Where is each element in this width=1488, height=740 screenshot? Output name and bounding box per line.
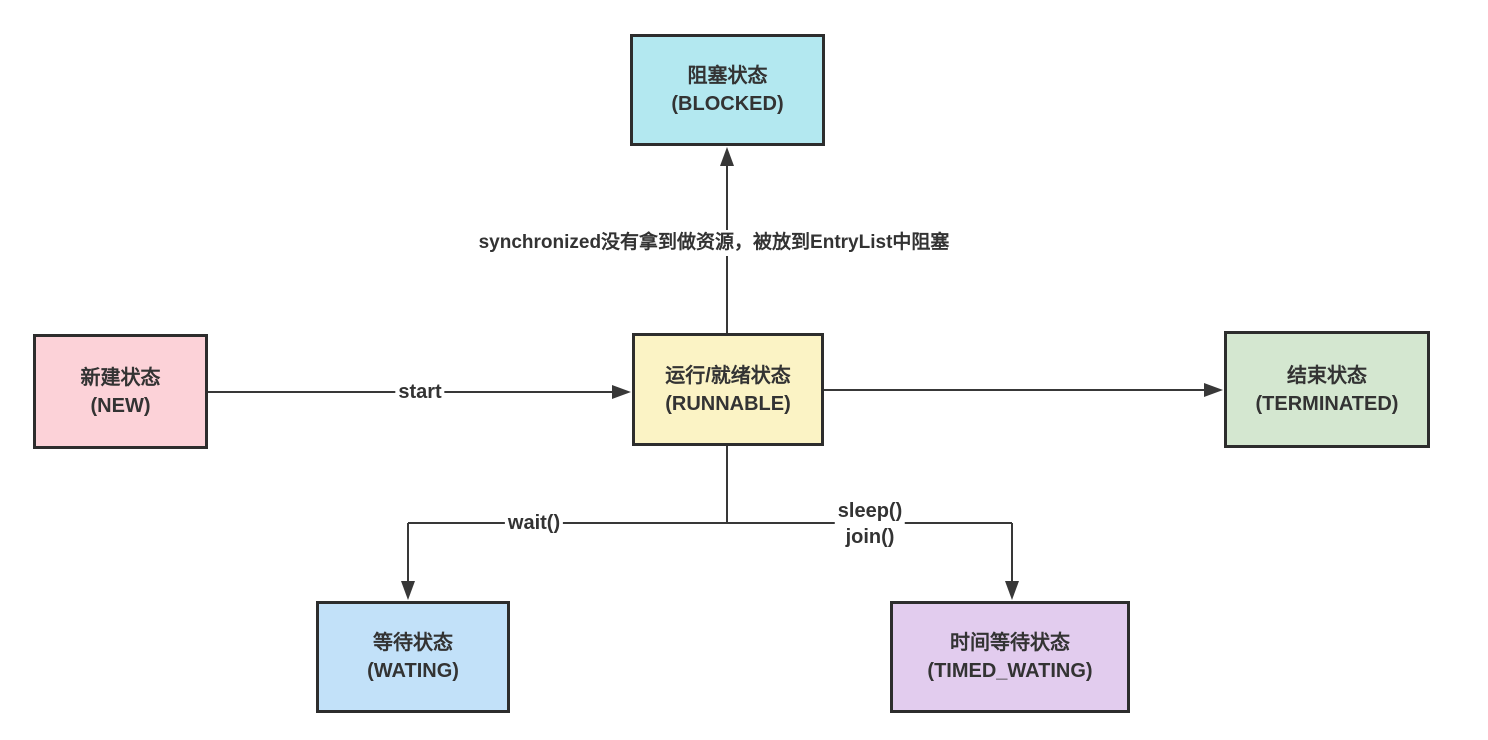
edge-label-start: start — [395, 379, 445, 405]
node-blocked-subtitle: (BLOCKED) — [671, 93, 784, 115]
node-runnable-title: 运行/就绪状态 — [665, 364, 791, 387]
node-timed-waiting: 时间等待状态 (TIMED_WATING) — [890, 601, 1130, 713]
node-waiting-subtitle: (WATING) — [367, 660, 459, 682]
node-blocked: 阻塞状态 (BLOCKED) — [630, 34, 825, 146]
node-waiting-title: 等待状态 — [373, 632, 453, 654]
node-runnable: 运行/就绪状态 (RUNNABLE) — [632, 333, 824, 446]
edge-runnable-to-waiting-branch — [401, 446, 1019, 600]
edge-label-wait: wait() — [504, 510, 564, 536]
edge-label-join: join() — [845, 526, 895, 548]
node-waiting: 等待状态 (WATING) — [316, 601, 510, 713]
node-terminated-subtitle: (TERMINATED) — [1255, 392, 1399, 415]
node-new: 新建状态 (NEW) — [33, 334, 208, 449]
node-new-title: 新建状态 — [80, 366, 161, 389]
edge-runnable-to-terminated — [824, 383, 1223, 397]
edge-label-synchronized-blocked: synchronized没有拿到做资源，被放到EntryList中阻塞 — [475, 230, 953, 256]
node-timed-waiting-subtitle: (TIMED_WATING) — [927, 660, 1093, 682]
edge-label-sleep-join: sleep() join() — [834, 498, 906, 550]
node-timed-waiting-title: 时间等待状态 — [950, 632, 1070, 654]
edge-label-sleep: sleep() — [837, 500, 903, 522]
node-terminated-title: 结束状态 — [1287, 364, 1367, 387]
node-blocked-title: 阻塞状态 — [687, 65, 768, 87]
node-terminated: 结束状态 (TERMINATED) — [1224, 331, 1430, 448]
node-new-subtitle: (NEW) — [90, 394, 151, 417]
node-runnable-subtitle: (RUNNABLE) — [665, 392, 791, 415]
